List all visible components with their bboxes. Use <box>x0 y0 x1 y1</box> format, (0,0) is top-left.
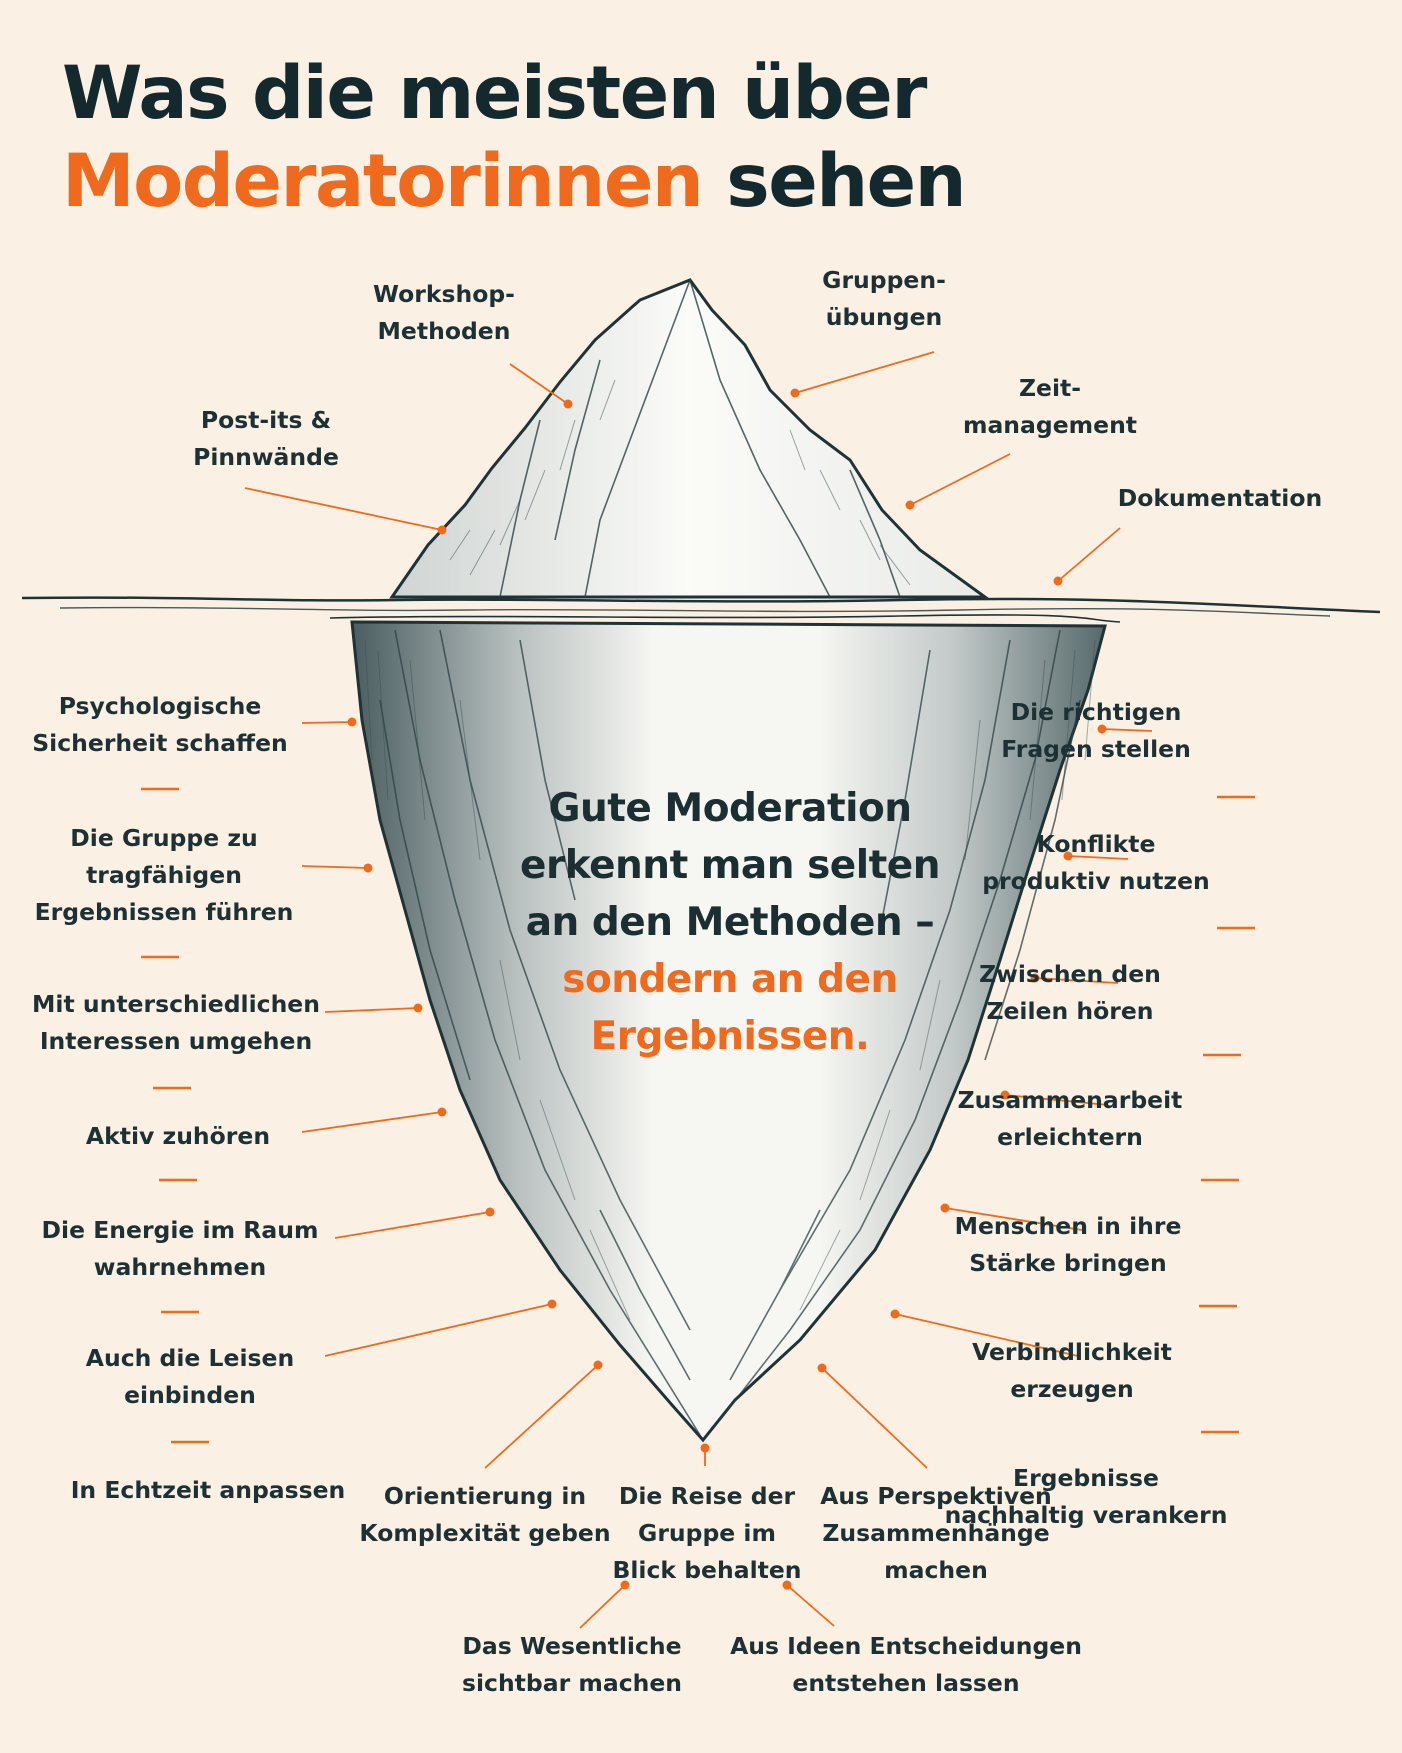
connector-ideen-dot <box>782 1580 792 1590</box>
label-konflikte: Konflikte produktiv nutzen <box>982 830 1210 895</box>
iceberg-tip <box>389 278 990 599</box>
title-rest: sehen <box>702 139 966 224</box>
title-line-1: Was die meisten über <box>62 51 927 136</box>
connector-interessen-dot <box>413 1003 423 1013</box>
connector-doku <box>1057 527 1121 582</box>
center-accent-1: sondern an den <box>562 957 898 1002</box>
connector-orient <box>484 1364 599 1469</box>
connector-psych-dot <box>347 717 357 727</box>
connector-zusammen <box>1004 1094 1109 1106</box>
page-title: Was die meisten über Moderatorinnen sehe… <box>62 50 967 226</box>
iceberg-underwater-hatching <box>364 639 1096 1321</box>
connector-postits-dot <box>437 525 447 535</box>
connector-workshop <box>509 363 569 405</box>
label-gruppe-ergebnisse: Die Gruppe zu tragfähigen Ergebnissen fü… <box>34 824 294 926</box>
center-message: Gute Moderation erkennt man selten an de… <box>470 780 990 1065</box>
connector-gruppen-dot <box>790 388 800 398</box>
connector-perspektiven <box>821 1367 928 1469</box>
label-reise-gruppe: Die Reise der Gruppe im Blick behalten <box>612 1482 802 1584</box>
connector-gruppen <box>794 351 935 394</box>
connector-wesentlich <box>579 1584 626 1629</box>
label-wesentliche: Das Wesentliche sichtbar machen <box>461 1632 683 1697</box>
connector-energie <box>334 1211 491 1239</box>
connector-konflikte <box>1067 855 1129 860</box>
label-staerke: Menschen in ihre Stärke bringen <box>954 1212 1182 1277</box>
connector-zeilen-dot <box>1030 973 1040 983</box>
label-interessen: Mit unterschiedlichen Interessen umgehen <box>32 990 320 1055</box>
label-aktiv-zuhoeren: Aktiv zuhören <box>85 1122 271 1150</box>
connector-reise-dot <box>700 1443 710 1453</box>
connector-gruppe <box>301 865 369 869</box>
center-line-3: an den Methoden – <box>525 900 935 945</box>
label-leisen-einbinden: Auch die Leisen einbinden <box>85 1344 295 1409</box>
connector-psych <box>301 721 353 724</box>
label-zwischen-zeilen: Zwischen den Zeilen hören <box>979 960 1161 1025</box>
connector-ideen <box>786 1584 835 1627</box>
label-orientierung: Orientierung in Komplexität geben <box>359 1482 611 1547</box>
center-line-1: Gute Moderation <box>548 786 912 831</box>
connector-zeit <box>909 453 1011 506</box>
label-echtzeit-anpassen: In Echtzeit anpassen <box>70 1476 346 1504</box>
label-ideen-entscheidungen: Aus Ideen Entscheidungen entstehen lasse… <box>730 1632 1082 1697</box>
title-accent: Moderatorinnen <box>62 139 704 224</box>
label-ergebnisse-verankern: Ergebnisse nachhaltig verankern <box>944 1464 1228 1529</box>
label-richtige-fragen: Die richtigen Fragen stellen <box>1001 698 1191 763</box>
label-energie-raum: Die Energie im Raum wahrnehmen <box>41 1216 319 1281</box>
label-postits-pinnwaende: Post-its & Pinnwände <box>193 406 339 471</box>
connector-verbind-dot <box>890 1309 900 1319</box>
connector-gruppe-dot <box>363 863 373 873</box>
connector-perspektiven-dot <box>817 1363 827 1373</box>
label-verbindlichkeit: Verbindlichkeit erzeugen <box>972 1338 1172 1403</box>
label-psychologische-sicherheit: Psychologische Sicherheit schaffen <box>32 692 288 757</box>
connector-verbind <box>894 1313 1079 1357</box>
separators <box>141 787 1255 1444</box>
iceberg-underwater-facets <box>379 629 1081 1436</box>
connector-wesentlich-dot <box>620 1580 630 1590</box>
connector-staerke-dot <box>940 1203 950 1213</box>
connector-fragen-dot <box>1097 724 1107 734</box>
connector-workshop-dot <box>563 399 573 409</box>
center-accent-2: Ergebnissen. <box>590 1014 870 1059</box>
label-perspektiven: Aus Perspektiven Zusammenhänge machen <box>820 1482 1052 1584</box>
connector-leisen <box>324 1303 553 1357</box>
label-zeitmanagement: Zeit- management <box>962 374 1138 439</box>
connector-konflikte-dot <box>1063 851 1073 861</box>
label-workshop-methoden: Workshop- Methoden <box>373 280 515 345</box>
connector-zeilen <box>1034 977 1119 984</box>
connector-zeit-dot <box>905 500 915 510</box>
connector-doku-dot <box>1053 576 1063 586</box>
label-dokumentation: Dokumentation <box>1117 484 1323 512</box>
connector-zusammen-dot <box>1000 1090 1010 1100</box>
connector-zuhoeren-dot <box>437 1107 447 1117</box>
label-zusammenarbeit: Zusammenarbeit erleichtern <box>957 1086 1183 1151</box>
iceberg-underwater <box>350 620 1107 1443</box>
connector-orient-dot <box>593 1360 603 1370</box>
connector-postits <box>244 487 443 531</box>
connector-zuhoeren <box>301 1111 443 1133</box>
connector-leisen-dot <box>547 1299 557 1309</box>
center-line-2: erkennt man selten <box>520 843 940 888</box>
iceberg-tip-hatching <box>449 379 911 586</box>
label-gruppenuebungen: Gruppen- übungen <box>822 266 946 331</box>
connector-fragen <box>1101 728 1153 732</box>
connector-staerke <box>944 1207 1083 1231</box>
connector-interessen <box>324 1007 419 1013</box>
connector-energie-dot <box>485 1207 495 1217</box>
waterline <box>21 596 1381 623</box>
connector-lines <box>244 351 1153 1629</box>
